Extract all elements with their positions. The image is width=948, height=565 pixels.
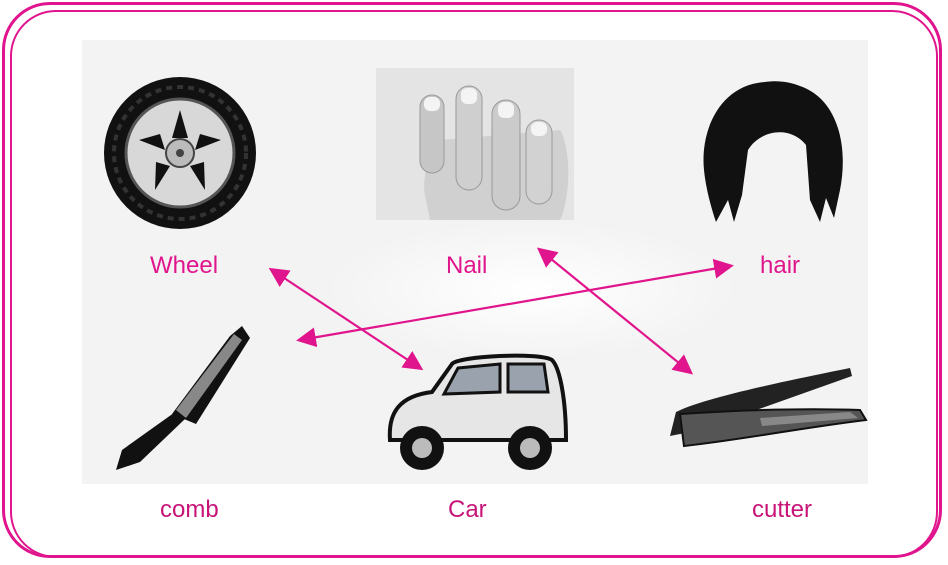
nail-cutter-icon <box>670 368 868 448</box>
label-cutter: cutter <box>752 496 813 523</box>
label-wheel: Wheel <box>150 252 219 279</box>
nail-photo <box>376 68 574 220</box>
arrow-wheel-car <box>268 267 424 371</box>
label-car: Car <box>448 496 487 523</box>
match-arrows <box>268 247 734 375</box>
car-icon <box>387 353 569 470</box>
comb-icon <box>116 326 250 470</box>
label-hair: hair <box>760 252 801 279</box>
wheel-icon <box>104 77 256 229</box>
hair-icon <box>703 81 843 222</box>
arrow-hair-comb <box>296 258 734 348</box>
label-nail: Nail <box>446 252 488 279</box>
arrow-nail-cutter <box>536 247 694 375</box>
label-comb: comb <box>160 496 219 523</box>
inner-frame <box>10 10 938 558</box>
